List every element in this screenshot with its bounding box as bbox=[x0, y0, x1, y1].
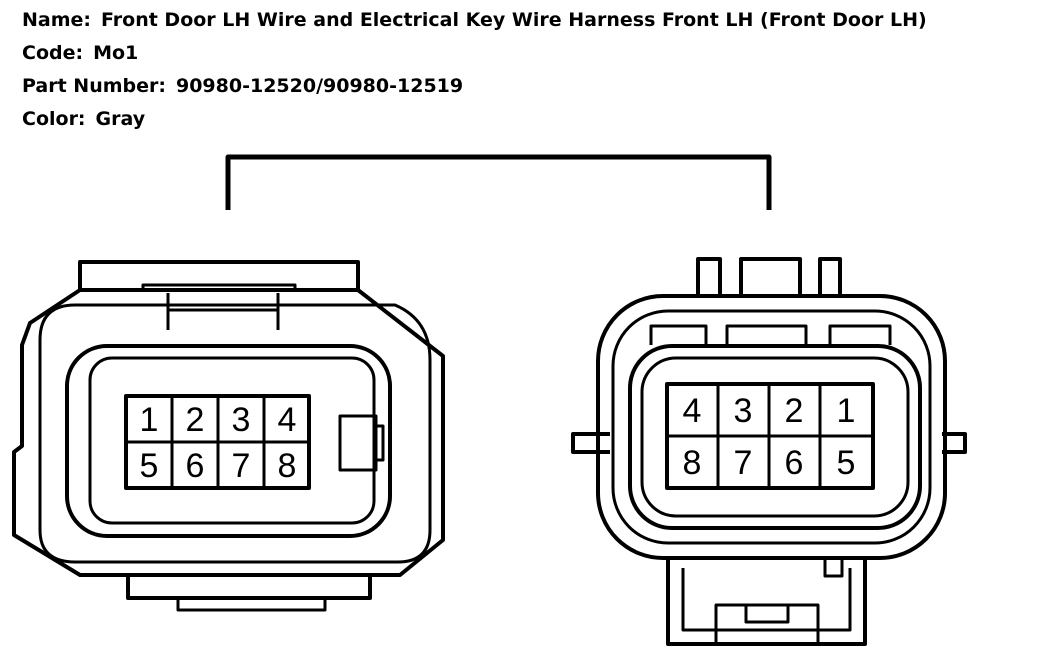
left-pin-4: 4 bbox=[278, 401, 297, 439]
name-value: Front Door LH Wire and Electrical Key Wi… bbox=[101, 9, 927, 31]
color-value: Gray bbox=[95, 108, 146, 130]
right-keyway-left bbox=[649, 324, 708, 345]
right-outer-housing bbox=[596, 294, 947, 560]
left-pin-5: 5 bbox=[140, 447, 159, 485]
right-inner-shell bbox=[628, 344, 922, 530]
right-connector: 4 3 2 1 8 7 6 5 bbox=[571, 257, 967, 646]
right-pin-1: 1 bbox=[837, 392, 856, 430]
right-pin-5: 5 bbox=[837, 444, 856, 482]
right-side-tab-right bbox=[942, 432, 967, 454]
left-pin-1: 1 bbox=[140, 401, 159, 439]
left-latch-tab bbox=[78, 260, 360, 290]
left-pin-2: 2 bbox=[186, 401, 205, 439]
left-inner-shell bbox=[65, 344, 392, 538]
left-pin-7: 7 bbox=[232, 447, 251, 485]
right-pin-8: 8 bbox=[683, 444, 702, 482]
mating-bracket bbox=[225, 154, 772, 210]
right-pin-6: 6 bbox=[785, 444, 804, 482]
code-label: Code: bbox=[22, 42, 84, 64]
part-number-label: Part Number: bbox=[22, 75, 166, 97]
left-outer-housing bbox=[12, 288, 445, 577]
right-top-lug-center bbox=[739, 257, 802, 296]
part-number-value: 90980-12520/90980-12519 bbox=[175, 75, 464, 97]
left-pin-3: 3 bbox=[232, 401, 251, 439]
right-pin-4: 4 bbox=[683, 392, 702, 430]
right-pin-2: 2 bbox=[785, 392, 804, 430]
color-label: Color: bbox=[22, 108, 86, 130]
right-top-lug-right bbox=[818, 257, 842, 296]
right-pin-7: 7 bbox=[734, 444, 753, 482]
left-pin-6: 6 bbox=[186, 447, 205, 485]
right-lock-release bbox=[714, 603, 820, 644]
connector-info: Name: Front Door LH Wire and Electrical K… bbox=[22, 4, 927, 136]
code-row: Code: Mo1 bbox=[22, 37, 927, 70]
part-number-row: Part Number: 90980-12520/90980-12519 bbox=[22, 70, 927, 103]
color-row: Color: Gray bbox=[22, 103, 927, 136]
name-label: Name: bbox=[22, 9, 92, 31]
code-value: Mo1 bbox=[93, 42, 139, 64]
left-side-key bbox=[338, 414, 378, 472]
name-row: Name: Front Door LH Wire and Electrical K… bbox=[22, 4, 927, 37]
left-pin-8: 8 bbox=[278, 447, 297, 485]
right-side-tab-left bbox=[571, 432, 610, 454]
right-top-lug-left bbox=[696, 257, 722, 296]
right-keyway-right bbox=[828, 324, 892, 345]
right-bottom-lock bbox=[666, 558, 867, 646]
right-keyway-center bbox=[725, 324, 808, 345]
right-pin-3: 3 bbox=[734, 392, 753, 430]
left-connector: 1 2 3 4 5 6 7 8 bbox=[12, 260, 445, 612]
left-bottom-tab bbox=[126, 575, 372, 600]
